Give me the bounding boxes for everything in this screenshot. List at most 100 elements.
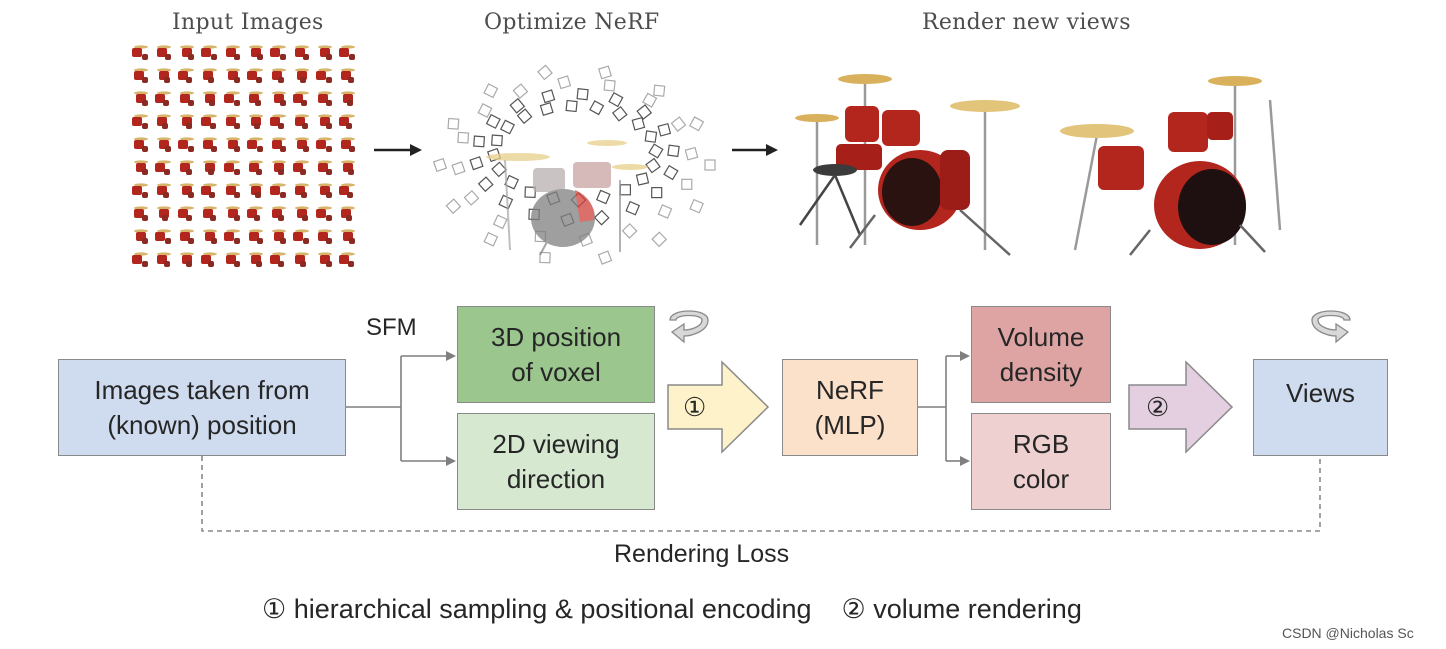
camera-frustum-icon — [645, 157, 661, 174]
images-box: Images taken from (known) position — [58, 359, 346, 456]
input-image-thumbnail — [132, 183, 148, 198]
camera-frustum-icon — [636, 104, 653, 120]
input-image-thumbnail — [178, 68, 194, 83]
input-image-thumbnail — [226, 137, 240, 152]
input-images-grid — [132, 45, 355, 267]
input-image-thumbnail — [318, 160, 332, 175]
camera-frustum-icon — [509, 97, 526, 114]
nerf-arrowhead-bottom — [960, 456, 970, 466]
input-image-thumbnail — [247, 206, 263, 221]
header-render-new-views: Render new views — [922, 10, 1131, 35]
camera-frustum-icon — [657, 204, 673, 219]
camera-frustum-icon — [657, 122, 672, 137]
camera-frustum-icon — [595, 189, 611, 205]
input-image-thumbnail — [270, 183, 286, 198]
input-image-thumbnail — [295, 183, 309, 198]
input-image-thumbnail — [341, 68, 355, 83]
input-image-thumbnail — [203, 91, 217, 106]
input-image-thumbnail — [341, 206, 355, 221]
input-image-thumbnail — [272, 91, 286, 106]
input-image-thumbnail — [157, 137, 171, 152]
input-image-thumbnail — [224, 91, 240, 106]
sfm-arrowhead-bottom — [446, 456, 456, 466]
input-image-thumbnail — [339, 114, 355, 129]
input-image-thumbnail — [157, 183, 171, 198]
camera-frustum-icon — [681, 178, 693, 190]
input-image-thumbnail — [201, 114, 217, 129]
input-image-thumbnail — [339, 252, 355, 267]
step1-label: ① — [683, 392, 707, 422]
input-image-thumbnail — [316, 68, 332, 83]
input-image-thumbnail — [132, 114, 148, 129]
input-image-thumbnail — [155, 91, 171, 106]
input-image-thumbnail — [180, 114, 194, 129]
input-image-thumbnail — [180, 45, 194, 60]
input-image-thumbnail — [341, 160, 355, 175]
header-input-images: Input Images — [172, 10, 324, 35]
camera-frustum-icon — [653, 84, 666, 97]
input-image-thumbnail — [293, 91, 309, 106]
input-image-thumbnail — [295, 252, 309, 267]
camera-frustum-icon — [541, 89, 556, 104]
camera-frustum-icon — [593, 209, 610, 226]
input-image-thumbnail — [270, 45, 286, 60]
camera-frustum-icon — [663, 164, 679, 181]
rgb-color-box: RGB color — [971, 413, 1111, 510]
input-image-thumbnail — [247, 68, 263, 83]
input-image-thumbnail — [224, 160, 240, 175]
camera-frustum-icon — [491, 161, 508, 178]
camera-frustum-icon — [491, 134, 503, 147]
camera-frustum-icon — [704, 159, 716, 171]
camera-frustum-icon — [642, 92, 658, 108]
camera-frustum-icon — [539, 251, 551, 264]
camera-frustum-icon — [644, 130, 658, 143]
input-image-thumbnail — [272, 229, 286, 244]
camera-frustum-icon — [670, 116, 687, 132]
camera-frustum-icon — [483, 231, 499, 247]
input-image-thumbnail — [134, 137, 148, 152]
input-image-thumbnail — [295, 114, 309, 129]
input-image-thumbnail — [249, 183, 263, 198]
input-image-thumbnail — [318, 45, 332, 60]
input-image-thumbnail — [203, 68, 217, 83]
camera-frustum-icon — [631, 116, 646, 131]
input-image-thumbnail — [318, 91, 332, 106]
camera-frustum-icon — [635, 172, 650, 186]
input-image-thumbnail — [318, 114, 332, 129]
input-image-thumbnail — [226, 114, 240, 129]
input-image-thumbnail — [272, 137, 286, 152]
rotate-icon — [669, 310, 709, 344]
camera-frustum-icon — [688, 116, 705, 132]
sfm-arrowhead-top — [446, 351, 456, 361]
input-image-thumbnail — [203, 206, 217, 221]
input-image-thumbnail — [318, 229, 332, 244]
camera-frustum-icon — [667, 144, 680, 158]
input-image-thumbnail — [157, 252, 171, 267]
step2-block-arrow — [1128, 360, 1234, 454]
input-image-thumbnail — [295, 137, 309, 152]
camera-frustum-icon — [684, 146, 699, 161]
rendering-loss-label: Rendering Loss — [614, 540, 790, 568]
input-image-thumbnail — [270, 252, 286, 267]
input-image-thumbnail — [134, 206, 148, 221]
camera-frustum-icon — [485, 113, 501, 129]
input-image-thumbnail — [272, 206, 286, 221]
camera-frustum-icon — [611, 105, 628, 122]
input-image-thumbnail — [316, 206, 332, 221]
sfm-connectors — [346, 355, 448, 462]
input-image-thumbnail — [134, 91, 148, 106]
input-image-thumbnail — [180, 252, 194, 267]
camera-frustum-icon — [608, 91, 624, 108]
input-image-thumbnail — [226, 183, 240, 198]
input-image-thumbnail — [178, 206, 194, 221]
input-image-thumbnail — [203, 137, 217, 152]
rendered-drum-kit-1 — [795, 74, 1020, 256]
camera-frustum-icon — [524, 186, 536, 198]
input-image-thumbnail — [339, 183, 355, 198]
input-image-thumbnail — [180, 183, 194, 198]
input-image-thumbnail — [249, 114, 263, 129]
input-image-thumbnail — [293, 160, 309, 175]
legend: ① hierarchical sampling & positional enc… — [262, 594, 1082, 624]
input-image-thumbnail — [272, 68, 286, 83]
